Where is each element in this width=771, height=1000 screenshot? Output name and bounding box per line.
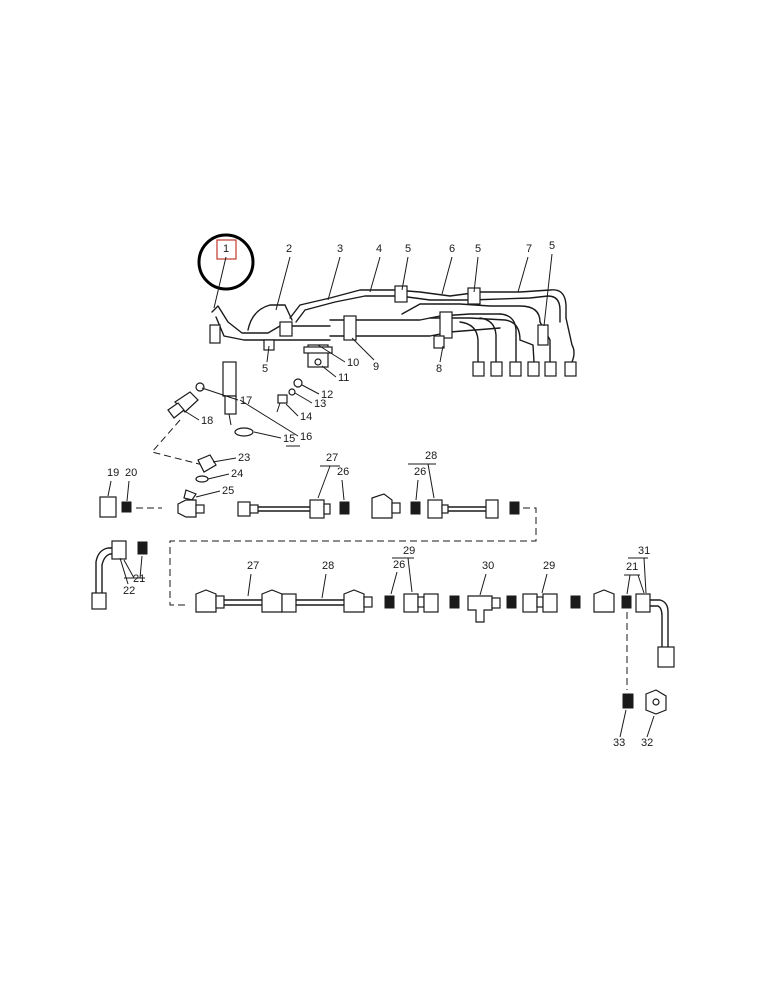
outlet-nut bbox=[509, 361, 522, 377]
tee-fitting bbox=[371, 493, 393, 519]
row1-parts: 23 24 25 19 20 27 26 28 bbox=[99, 450, 537, 606]
callout-8: 8 bbox=[436, 363, 442, 375]
callout-24: 24 bbox=[231, 468, 243, 480]
callout-11: 11 bbox=[338, 372, 349, 384]
callout-5-top-c: 5 bbox=[549, 240, 555, 252]
callout-26-row1-b: 26 bbox=[414, 466, 426, 478]
clamp bbox=[439, 311, 453, 339]
callout-28-row2: 28 bbox=[322, 560, 334, 572]
injection-pipe-assembly bbox=[167, 285, 577, 437]
callout-6: 6 bbox=[449, 243, 455, 255]
callout-5-top-b: 5 bbox=[475, 243, 481, 255]
callout-20: 20 bbox=[125, 467, 137, 479]
tee-fitting bbox=[261, 589, 283, 613]
tee-fitting bbox=[343, 589, 365, 613]
elbow-pipe-22: 21 22 bbox=[91, 540, 148, 610]
callout-12: 12 bbox=[321, 389, 333, 401]
callout-13: 13 bbox=[314, 398, 326, 410]
clamp bbox=[537, 324, 549, 346]
callout-23: 23 bbox=[238, 452, 250, 464]
callout-21-left: 21 bbox=[133, 573, 145, 585]
callout-2: 2 bbox=[286, 243, 292, 255]
callout-21-right: 21 bbox=[626, 561, 638, 573]
outlet-nut bbox=[544, 361, 557, 377]
outlet-nut bbox=[490, 361, 503, 377]
callout-32: 32 bbox=[641, 737, 653, 749]
tee-fitting bbox=[593, 589, 615, 613]
callout-7: 7 bbox=[526, 243, 532, 255]
callout-30: 30 bbox=[482, 560, 494, 572]
outlet-nut bbox=[527, 361, 540, 377]
callout-5-left: 5 bbox=[262, 363, 268, 375]
callout-26-row1-a: 26 bbox=[337, 466, 349, 478]
callout-5-top-a: 5 bbox=[405, 243, 411, 255]
outlet-nut bbox=[472, 361, 485, 377]
nut-19 bbox=[99, 496, 117, 518]
callout-25: 25 bbox=[222, 485, 234, 497]
callout-27-row1: 27 bbox=[326, 452, 338, 464]
upper-callouts: 1 2 3 4 5 6 5 7 5 5 10 9 8 11 12 13 14 1… bbox=[182, 240, 555, 447]
row2-parts: 27 28 29 26 30 29 31 21 bbox=[195, 545, 675, 749]
callout-3: 3 bbox=[337, 243, 343, 255]
callout-10: 10 bbox=[347, 357, 359, 369]
callout-33: 33 bbox=[613, 737, 625, 749]
tee-fitting bbox=[177, 499, 197, 518]
callout-15: 15 bbox=[283, 433, 295, 445]
tee-fitting bbox=[195, 589, 217, 613]
callout-17: 17 bbox=[240, 395, 252, 407]
callout-9: 9 bbox=[373, 361, 379, 373]
callout-26-row2: 26 bbox=[393, 559, 405, 571]
callout-1-highlight-box bbox=[216, 239, 237, 260]
callout-29-row2-b: 29 bbox=[543, 560, 555, 572]
callout-31: 31 bbox=[638, 545, 650, 557]
clamp bbox=[394, 285, 408, 303]
assembly-link-line bbox=[151, 419, 204, 466]
callout-29-row2-a: 29 bbox=[403, 545, 415, 557]
outlet-nut bbox=[564, 361, 577, 377]
tee-fitting-30 bbox=[467, 595, 493, 623]
callout-14: 14 bbox=[300, 411, 312, 423]
callout-16: 16 bbox=[300, 431, 312, 443]
callout-27-row2: 27 bbox=[247, 560, 259, 572]
injector-body bbox=[222, 361, 237, 397]
callout-1: 1 bbox=[223, 243, 229, 255]
callout-22: 22 bbox=[123, 585, 135, 597]
callout-28-row1: 28 bbox=[425, 450, 437, 462]
callout-18: 18 bbox=[201, 415, 213, 427]
clamp bbox=[279, 321, 293, 337]
callout-19: 19 bbox=[107, 467, 119, 479]
callout-4: 4 bbox=[376, 243, 382, 255]
callout-1-highlight-circle bbox=[197, 233, 255, 291]
clamp bbox=[343, 315, 357, 341]
